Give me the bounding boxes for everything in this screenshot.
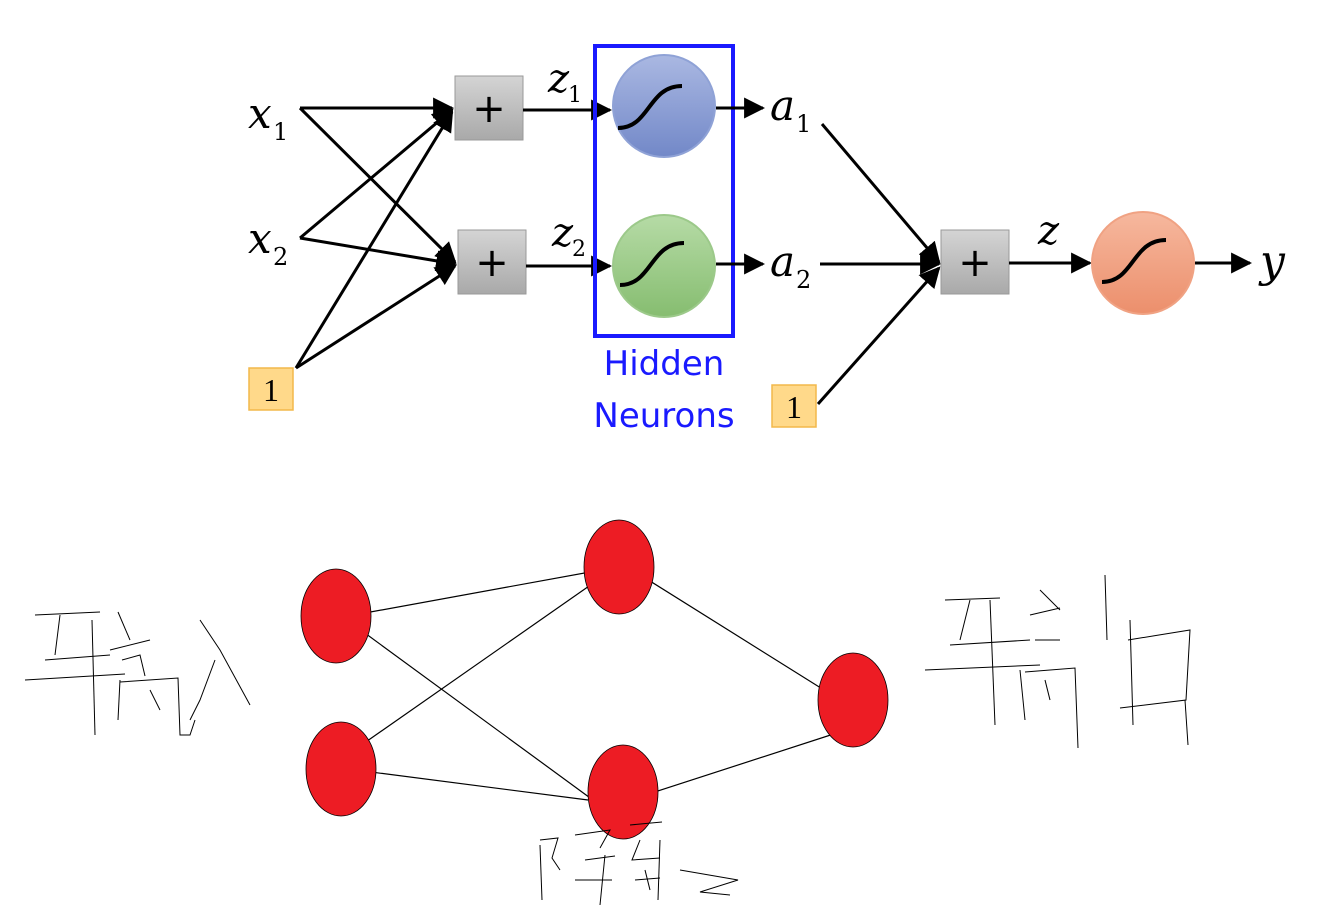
- handwritten-input-label: [24, 611, 251, 736]
- hidden-z2-var: z: [551, 210, 574, 256]
- hidden-a1-var: a: [770, 81, 795, 130]
- hidden-neurons-group: [593, 44, 735, 338]
- input-edges: [294, 97, 458, 370]
- bottom-network: [24, 519, 1191, 906]
- hidden-sum-1: [454, 75, 524, 141]
- input-x1-sub: 1: [273, 118, 288, 146]
- sigmoid-icon: [1101, 238, 1167, 284]
- sigmoid-icon: [619, 241, 685, 287]
- output-y-label: y: [1258, 236, 1286, 287]
- edge-bias-sumout: [816, 266, 941, 405]
- hidden-sum-1-symbol: +: [472, 86, 506, 132]
- hidden-neuron-2: [612, 214, 716, 318]
- hidden-z1-var: z: [547, 56, 570, 102]
- bias-output-label: 1: [786, 389, 802, 425]
- bias-hidden-box: [248, 367, 294, 411]
- hidden-label-line1: Hidden: [604, 344, 725, 384]
- hidden-a2-var: a: [770, 237, 795, 286]
- edge-bias-sum1: [294, 110, 454, 369]
- handwritten-output-label: [924, 574, 1191, 749]
- output-z-label: z: [1037, 208, 1060, 254]
- edge-a1-sumout: [820, 123, 941, 264]
- hidden-sum-2-symbol: +: [475, 240, 509, 286]
- bias-hidden-label: 1: [263, 372, 279, 408]
- input-x2-var: x: [248, 214, 272, 263]
- bottom-hidden-node-1: [583, 519, 655, 615]
- output-sum-symbol: +: [958, 240, 992, 286]
- handwritten-hidden-label: [539, 821, 739, 906]
- bottom-edges: [339, 565, 849, 804]
- output-edges: [816, 123, 942, 405]
- input-x2-sub: 2: [273, 243, 288, 271]
- input-x1-var: x: [248, 89, 272, 138]
- edge-x2-sum1: [299, 108, 454, 240]
- hidden-a1-sub: 1: [796, 110, 811, 138]
- sigmoid-icon: [617, 84, 683, 130]
- hidden-label-line2: Neurons: [593, 396, 734, 436]
- top-network: x 1 x 2 1 + + z 1 z 2 a 1 a 2: [248, 44, 1286, 436]
- bias-output-box: [771, 384, 817, 428]
- output-sum: [940, 229, 1010, 295]
- hidden-z2-sub: 2: [572, 237, 586, 262]
- edge-x2-sum2: [299, 236, 458, 272]
- bottom-input-node-2: [305, 721, 377, 817]
- hidden-sum-2: [457, 229, 527, 295]
- hidden-a2-sub: 2: [796, 266, 811, 294]
- bottom-input-node-1: [300, 568, 372, 664]
- output-neuron: [1091, 211, 1195, 315]
- hidden-z1-sub: 1: [568, 83, 582, 108]
- edge-bias-sum2: [295, 264, 457, 370]
- edge-x1-sum2: [298, 106, 457, 264]
- hidden-neuron-1: [612, 54, 716, 158]
- bottom-output-node: [817, 652, 889, 748]
- bottom-hidden-node-2: [587, 744, 659, 840]
